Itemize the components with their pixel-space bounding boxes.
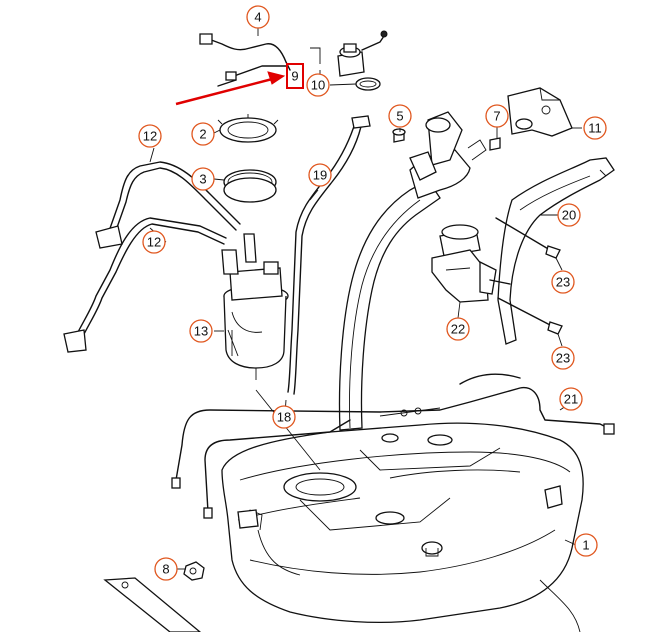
callout-label: 12 — [143, 129, 157, 144]
fuel-pump — [221, 233, 289, 380]
fuel-tank — [221, 422, 584, 632]
callout-label: 22 — [451, 322, 465, 337]
callout-label: 12 — [147, 235, 161, 250]
callout-7: 7 — [485, 104, 509, 128]
callout-10: 10 — [306, 73, 330, 97]
callout-12-lower: 12 — [142, 230, 166, 254]
highlight-arrow — [175, 71, 286, 106]
callout-label: 11 — [588, 121, 602, 136]
bracket-20 — [497, 157, 615, 345]
bolt-5 — [392, 128, 406, 143]
callout-label: 8 — [162, 562, 169, 577]
callout-3: 3 — [191, 167, 215, 191]
vent-valve — [310, 30, 388, 91]
bracket-11 — [507, 87, 573, 137]
callout-label: 1 — [582, 538, 589, 553]
fuel-lines-12 — [63, 161, 241, 353]
callout-label: 7 — [493, 109, 500, 124]
callout-18: 18 — [272, 405, 296, 429]
callout-label: 2 — [199, 127, 206, 142]
callout-2: 2 — [191, 122, 215, 146]
callout-23-upper: 23 — [551, 270, 575, 294]
callout-1: 1 — [574, 533, 598, 557]
bolt-7 — [489, 137, 501, 151]
callout-label: 23 — [556, 275, 570, 290]
callout-5: 5 — [388, 104, 412, 128]
callout-8: 8 — [154, 557, 178, 581]
callout-13: 13 — [189, 319, 213, 343]
callout-23-lower: 23 — [551, 346, 575, 370]
callout-label: 5 — [396, 109, 403, 124]
vent-line — [287, 115, 371, 395]
callout-label: 18 — [277, 410, 291, 425]
callout-label: 20 — [562, 208, 576, 223]
callout-12-upper: 12 — [138, 124, 162, 148]
callout-21: 21 — [559, 387, 583, 411]
callout-label: 13 — [194, 324, 208, 339]
bolts-23 — [495, 217, 563, 335]
callout-11: 11 — [583, 116, 607, 140]
callout-label: 9 — [291, 69, 298, 84]
filler-neck — [338, 111, 487, 431]
callout-label: 4 — [254, 10, 261, 25]
valve-22 — [431, 224, 511, 303]
callout-4: 4 — [246, 5, 270, 29]
sensor-wire — [199, 33, 291, 87]
callout-9: 9 — [291, 69, 298, 84]
callout-label: 19 — [313, 168, 327, 183]
highlight-box — [286, 63, 304, 89]
locking-ring — [217, 114, 279, 143]
fuel-line-18 — [171, 373, 615, 519]
callout-20: 20 — [557, 203, 581, 227]
seal-ring — [223, 169, 277, 203]
callout-label: 23 — [556, 351, 570, 366]
callout-label: 3 — [199, 172, 206, 187]
callout-label: 10 — [311, 78, 325, 93]
tank-strap — [103, 577, 202, 632]
callout-19: 19 — [308, 163, 332, 187]
nut — [183, 509, 259, 581]
callout-label: 21 — [564, 392, 578, 407]
callout-22: 22 — [446, 317, 470, 341]
